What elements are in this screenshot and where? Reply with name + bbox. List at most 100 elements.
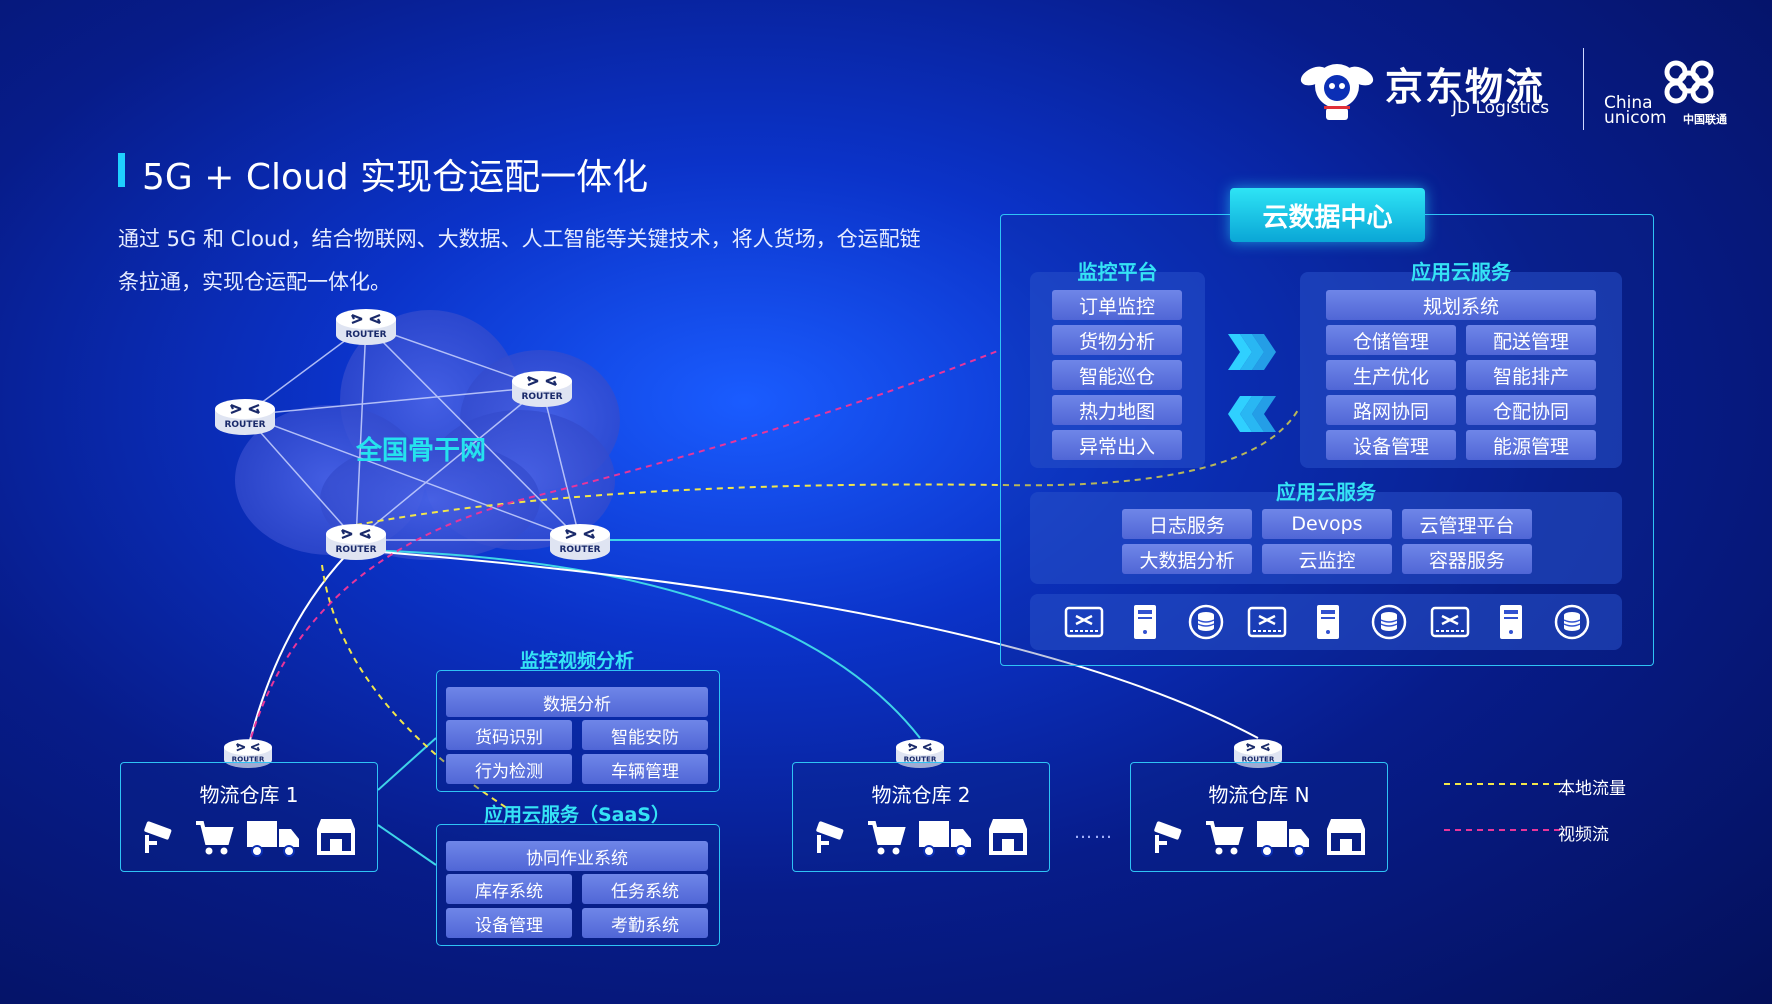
- server-tower-icon: [1500, 605, 1522, 639]
- page-description: 通过 5G 和 Cloud，结合物联网、大数据、人工智能等关键技术，将人货场，仓…: [118, 227, 921, 294]
- page-title: 5G + Cloud 实现仓运配一体化: [142, 157, 649, 198]
- service-chip: 大数据分析: [1122, 544, 1252, 574]
- delivery-truck-icon: [247, 821, 299, 857]
- server-tower-icon: [1317, 605, 1339, 639]
- service-chip: 云监控: [1262, 544, 1392, 574]
- legend-local-traffic: 本地流量: [1558, 779, 1626, 799]
- video-analysis-title: 监控视频分析: [519, 650, 634, 672]
- link-wh2: [355, 549, 921, 739]
- infra-services-title: 应用云服务: [1276, 480, 1376, 504]
- router-icon: ROUTER: [336, 309, 396, 345]
- cctv-camera-icon: [144, 821, 172, 853]
- service-chip: 货码识别: [446, 720, 572, 750]
- router-label: ROUTER: [559, 545, 600, 555]
- saas-title: 应用云服务（SaaS）: [483, 804, 670, 826]
- service-chip: 货物分析: [1052, 325, 1182, 355]
- router-label: ROUTER: [1242, 755, 1275, 764]
- title-accent-bar: [118, 153, 125, 187]
- router-label: ROUTER: [232, 755, 265, 764]
- storefront-icon: [989, 819, 1027, 855]
- service-chip: 日志服务: [1122, 509, 1252, 539]
- network-switch-icon: [1064, 606, 1104, 638]
- service-chip: 路网协同: [1326, 395, 1456, 425]
- service-chip: 协同作业系统: [446, 841, 708, 871]
- service-chip: 智能排产: [1466, 360, 1596, 390]
- database-icon: [1188, 604, 1224, 640]
- backbone-label: 全国骨干网: [356, 436, 487, 466]
- service-chip: 配送管理: [1466, 325, 1596, 355]
- link-whN: [355, 549, 1259, 739]
- link-wh1: [247, 544, 357, 749]
- backbone-mesh: [244, 324, 581, 541]
- router-icon: ROUTER: [215, 399, 275, 435]
- service-chip: 容器服务: [1402, 544, 1532, 574]
- warehouse-icons: [813, 815, 1033, 859]
- service-chip: 行为检测: [446, 754, 572, 784]
- warehouse-ellipsis: ……: [1074, 822, 1114, 843]
- cctv-camera-icon: [1154, 821, 1182, 853]
- router-icon: ROUTER: [512, 371, 572, 407]
- warehouse-icons: [1151, 815, 1371, 859]
- service-chip: 热力地图: [1052, 395, 1182, 425]
- link-saas-box: [377, 824, 437, 866]
- database-icon: [1554, 604, 1590, 640]
- data-center-title: 云数据中心: [1230, 188, 1425, 242]
- unicom-logo-cn: 中国联通: [1683, 113, 1727, 126]
- service-chip: 异常出入: [1052, 430, 1182, 460]
- router-label: ROUTER: [224, 420, 265, 430]
- warehouse-label: 物流仓库 2: [871, 783, 971, 807]
- service-chip: 智能安防: [582, 720, 708, 750]
- legend-local-traffic-swatch: [1444, 783, 1566, 785]
- unicom-logo-text-1: China: [1604, 93, 1653, 113]
- database-icon: [1371, 604, 1407, 640]
- shopping-cart-icon: [196, 821, 234, 855]
- router-label: ROUTER: [521, 392, 562, 402]
- warehouse-label: 物流仓库 N: [1208, 783, 1310, 807]
- delivery-truck-icon: [1257, 821, 1309, 857]
- service-chip: 订单监控: [1052, 290, 1182, 320]
- local-traffic-line: [355, 409, 1299, 526]
- warehouse-n: 物流仓库 N: [1130, 762, 1388, 872]
- jd-mascot-logo-icon: [1300, 64, 1374, 120]
- shopping-cart-icon: [1206, 821, 1244, 855]
- left-arrows-icon: [1228, 396, 1276, 432]
- service-chip: 仓储管理: [1326, 325, 1456, 355]
- router-label: ROUTER: [904, 755, 937, 764]
- service-chip: 规划系统: [1326, 290, 1596, 320]
- app-services-title: 应用云服务: [1411, 260, 1511, 284]
- logo-divider: [1583, 48, 1584, 130]
- legend-video-stream-swatch: [1444, 829, 1566, 831]
- service-chip: 设备管理: [446, 908, 572, 938]
- delivery-truck-icon: [919, 821, 971, 857]
- unicom-knot-logo-icon: [1664, 60, 1714, 104]
- router-label: ROUTER: [335, 545, 376, 555]
- storefront-icon: [1327, 819, 1365, 855]
- shopping-cart-icon: [868, 821, 906, 855]
- network-switch-icon: [1430, 606, 1470, 638]
- service-chip: 云管理平台: [1402, 509, 1532, 539]
- service-chip: Devops: [1262, 509, 1392, 539]
- service-chip: 库存系统: [446, 874, 572, 904]
- service-chip: 能源管理: [1466, 430, 1596, 460]
- right-arrows-icon: [1228, 334, 1276, 370]
- warehouse-1: 物流仓库 1: [120, 762, 378, 872]
- service-chip: 设备管理: [1326, 430, 1456, 460]
- service-chip: 仓配协同: [1466, 395, 1596, 425]
- router-label: ROUTER: [345, 330, 386, 340]
- server-tower-icon: [1134, 605, 1156, 639]
- warehouse-icons: [141, 815, 361, 859]
- legend-video-stream: 视频流: [1558, 825, 1609, 845]
- service-chip: 考勤系统: [582, 908, 708, 938]
- network-switch-icon: [1247, 606, 1287, 638]
- service-chip: 数据分析: [446, 687, 708, 717]
- router-icon: ROUTER: [326, 524, 386, 560]
- monitor-title: 监控平台: [1077, 260, 1158, 284]
- service-chip: 生产优化: [1326, 360, 1456, 390]
- service-chip: 任务系统: [582, 874, 708, 904]
- storefront-icon: [317, 819, 355, 855]
- jd-logo-subtext: JD Logistics: [1452, 98, 1550, 118]
- router-icon: ROUTER: [550, 524, 610, 560]
- service-chip: 智能巡仓: [1052, 360, 1182, 390]
- video-stream-line: [247, 349, 1001, 749]
